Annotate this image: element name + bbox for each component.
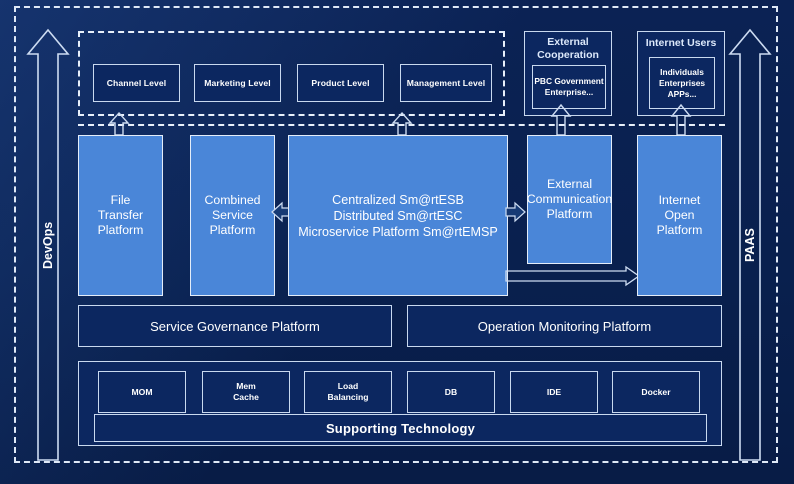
tech-item-db-label: DB: [444, 386, 458, 397]
tech-item-mem-cache-label: Mem Cache: [233, 381, 259, 403]
ftp-line-2: Transfer: [97, 208, 144, 222]
csp-line-1: Combined: [204, 193, 261, 207]
up-arrow-external-communication: [550, 103, 572, 136]
business-levels-group: [78, 31, 505, 116]
paas-arrow: PAAS: [728, 28, 772, 462]
outer-dashed-frame: [14, 6, 778, 463]
operation-monitoring-platform[interactable]: Operation Monitoring Platform: [407, 305, 722, 347]
tech-item-mom[interactable]: MOM: [98, 371, 186, 413]
business-level-marketing[interactable]: Marketing Level: [194, 64, 281, 102]
tech-item-mem-cache[interactable]: Mem Cache: [202, 371, 290, 413]
esb-line-3: Microservice Platform Sm@rtEMSP: [298, 224, 498, 239]
supporting-technology-bar[interactable]: Supporting Technology: [94, 414, 707, 442]
combined-service-platform-label: Combined Service Platform: [204, 193, 260, 238]
internet-users-line-1: Individuals: [660, 66, 704, 77]
tech-item-ide-label: IDE: [546, 386, 562, 397]
combined-service-platform[interactable]: Combined Service Platform: [190, 135, 275, 296]
internet-open-platform[interactable]: Internet Open Platform: [637, 135, 722, 296]
external-cooperation-title-line1: External: [547, 36, 589, 48]
iop-line-1: Internet: [658, 193, 701, 207]
tech-item-ide[interactable]: IDE: [510, 371, 598, 413]
tech-item-load-balancing-label: Load Balancing: [327, 381, 368, 403]
esb-line-2: Distributed Sm@rtESC: [333, 208, 463, 223]
internet-users-inner-label: Individuals Enterprises APPs...: [659, 67, 705, 100]
external-cooperation-title: External Cooperation: [525, 36, 611, 61]
ext-coop-line-2: Enterprise...: [544, 87, 594, 97]
business-level-product[interactable]: Product Level: [297, 64, 384, 102]
internet-users-line-2: Enterprises: [658, 77, 706, 88]
tech-item-docker-label: Docker: [641, 386, 671, 397]
service-governance-platform[interactable]: Service Governance Platform: [78, 305, 392, 347]
external-cooperation-inner-label: PBC Government Enterprise...: [534, 76, 603, 98]
internet-open-platform-label: Internet Open Platform: [657, 193, 703, 238]
file-transfer-platform-label: File Transfer Platform: [98, 193, 144, 238]
external-cooperation-inner: PBC Government Enterprise...: [532, 65, 606, 109]
ecp-line-3: Platform: [546, 207, 593, 221]
devops-arrow: DevOps: [26, 28, 70, 462]
tech-lb-line-2: Balancing: [327, 392, 369, 402]
external-cooperation-group[interactable]: External Cooperation PBC Government Ente…: [524, 31, 612, 116]
business-level-channel-label: Channel Level: [106, 78, 167, 88]
paas-arrow-label: PAAS: [743, 228, 757, 262]
business-level-marketing-label: Marketing Level: [204, 78, 271, 88]
ecp-line-2: Communication: [526, 192, 613, 206]
external-cooperation-title-line2: Cooperation: [537, 48, 599, 61]
iop-line-2: Open: [664, 208, 695, 222]
tech-item-mom-label: MOM: [131, 386, 153, 397]
devops-arrow-label: DevOps: [41, 221, 55, 269]
tech-item-docker[interactable]: Docker: [612, 371, 700, 413]
external-communication-platform[interactable]: External Communication Platform: [527, 135, 612, 264]
operation-monitoring-platform-label: Operation Monitoring Platform: [477, 318, 652, 334]
tech-lb-line-1: Load: [337, 381, 359, 391]
business-level-product-label: Product Level: [311, 78, 370, 88]
file-transfer-platform[interactable]: File Transfer Platform: [78, 135, 163, 296]
internet-users-line-3: APPs...: [667, 88, 697, 99]
service-governance-platform-label: Service Governance Platform: [150, 318, 320, 334]
external-communication-platform-label: External Communication Platform: [527, 177, 612, 222]
ecp-line-1: External: [546, 177, 593, 191]
tech-mem-line-2: Cache: [233, 392, 259, 402]
esb-line-1: Centralized Sm@rtESB: [332, 192, 464, 207]
arrow-esb-to-external-communication: [505, 201, 527, 223]
centralized-esb-platform-label: Centralized Sm@rtESB Distributed Sm@rtES…: [298, 192, 498, 240]
business-level-management-label: Management Level: [406, 78, 486, 88]
csp-line-3: Platform: [209, 223, 256, 237]
up-arrow-esb: [391, 111, 413, 136]
internet-users-title: Internet Users: [645, 37, 717, 49]
up-arrow-internet-open: [670, 103, 692, 136]
business-level-management[interactable]: Management Level: [400, 64, 492, 102]
tech-mem-line-1: Mem: [236, 381, 256, 391]
internet-users-inner: Individuals Enterprises APPs...: [649, 57, 715, 109]
internet-users-group[interactable]: Internet Users Individuals Enterprises A…: [637, 31, 725, 116]
iop-line-3: Platform: [656, 223, 703, 237]
business-level-channel[interactable]: Channel Level: [93, 64, 180, 102]
ext-coop-line-1: PBC Government: [534, 76, 604, 86]
arrow-external-communication-to-internet-open: [505, 265, 641, 287]
ftp-line-1: File: [110, 193, 131, 207]
supporting-technology-bar-label: Supporting Technology: [325, 420, 476, 436]
tech-item-load-balancing[interactable]: Load Balancing: [304, 371, 392, 413]
ftp-line-3: Platform: [97, 223, 144, 237]
tech-item-db[interactable]: DB: [407, 371, 495, 413]
up-arrow-file-transfer: [108, 111, 130, 136]
centralized-esb-platform[interactable]: Centralized Sm@rtESB Distributed Sm@rtES…: [288, 135, 508, 296]
platform-separator-dashed-line: [78, 124, 725, 126]
csp-line-2: Service: [211, 208, 253, 222]
